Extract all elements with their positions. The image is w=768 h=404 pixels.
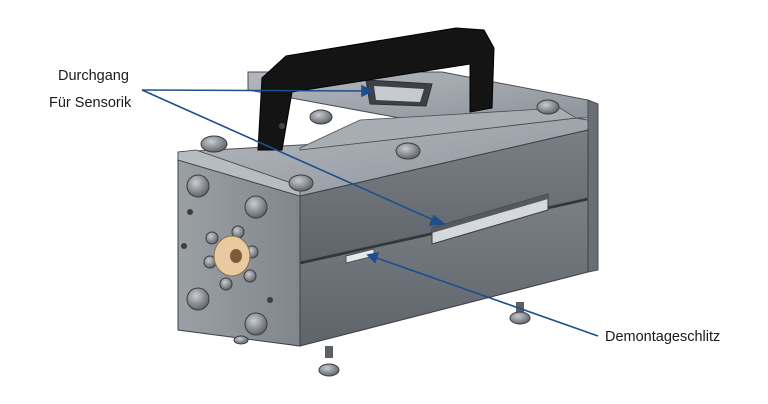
sensor-channel-opening bbox=[365, 79, 433, 107]
side-sensor-slot bbox=[431, 193, 549, 245]
front-bolts bbox=[181, 174, 273, 336]
hex-bolt-icon bbox=[200, 99, 560, 192]
leader-lines bbox=[141, 84, 599, 337]
feet bbox=[233, 302, 531, 377]
leader-line-slot bbox=[373, 256, 599, 337]
label-channel-line2: Für Sensorik bbox=[49, 95, 132, 111]
leader-line-channel-top bbox=[141, 89, 367, 92]
label-channel-line1: Durchgang bbox=[58, 68, 129, 84]
carry-handle bbox=[257, 27, 495, 151]
leader-line-channel-side bbox=[141, 89, 439, 223]
label-dismantling-slot: Demontageschlitz bbox=[605, 329, 721, 345]
bushing-ring-icon bbox=[213, 235, 251, 277]
